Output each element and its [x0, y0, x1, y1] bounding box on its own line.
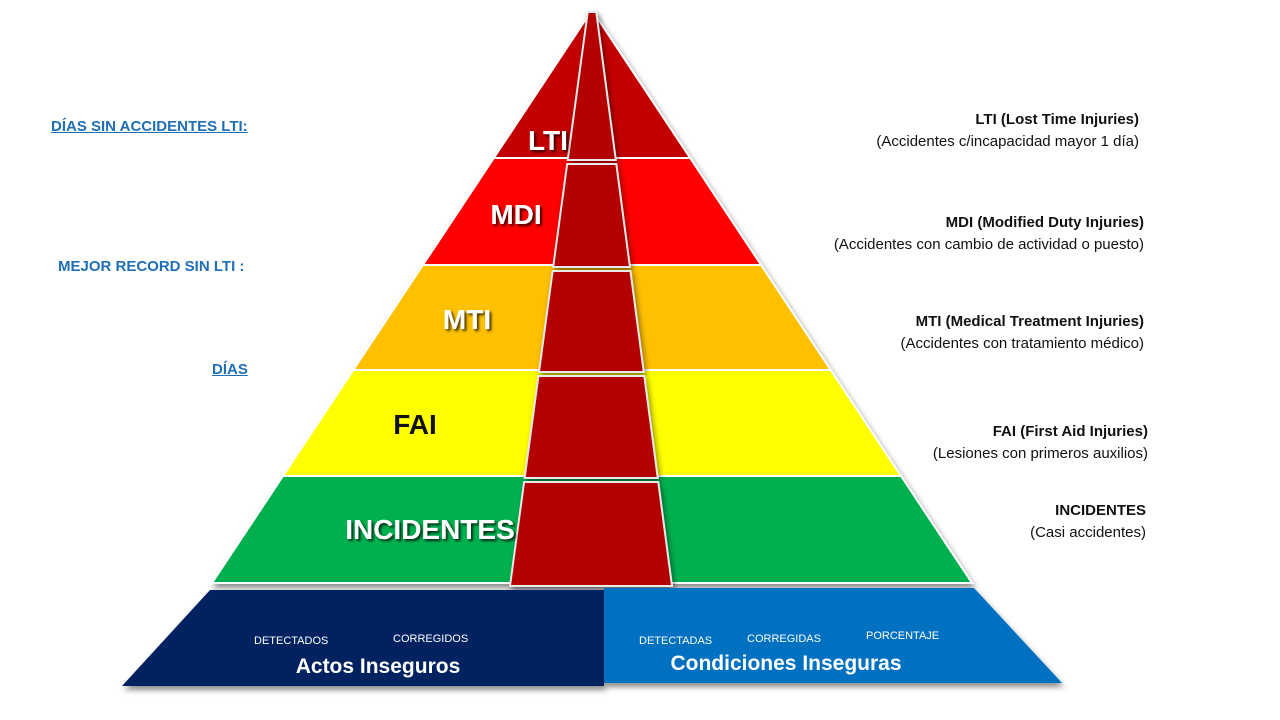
porcentaje-header: PORCENTAJE — [866, 630, 939, 642]
desc-mti: MTI (Medical Treatment Injuries) (Accide… — [901, 311, 1144, 355]
tier-label-mdi: MDI — [490, 199, 541, 230]
detectadas-header: DETECTADAS — [639, 635, 712, 647]
desc-fai-title: FAI (First Aid Injuries) — [992, 423, 1148, 440]
tier-label-incidentes: INCIDENTES — [345, 514, 515, 545]
tier-label-fai: FAI — [393, 409, 437, 440]
dias-sin-accidentes-label: DÍAS SIN ACCIDENTES LTI: — [51, 118, 248, 135]
tier-label-lti: LTI — [528, 125, 568, 156]
desc-incidentes-subtitle: (Casi accidentes) — [1030, 524, 1146, 541]
desc-lti: LTI (Lost Time Injuries) (Accidentes c/i… — [876, 109, 1139, 153]
base-condiciones-inseguras — [604, 588, 1062, 683]
actos-inseguros-title: Actos Inseguros — [296, 655, 461, 678]
corregidos-header: CORREGIDOS — [393, 633, 468, 645]
center-band-segment-mti — [537, 270, 645, 373]
tier-label-mti: MTI — [443, 304, 491, 335]
center-band-segment-incidentes — [508, 481, 674, 587]
desc-mti-title: MTI (Medical Treatment Injuries) — [915, 313, 1144, 330]
center-band-segment-fai — [523, 375, 659, 479]
detectados-header: DETECTADOS — [254, 635, 328, 647]
base-actos-inseguros — [122, 590, 604, 686]
desc-incidentes: INCIDENTES (Casi accidentes) — [1030, 500, 1146, 544]
dias-label: DÍAS — [212, 361, 248, 378]
desc-lti-subtitle: (Accidentes c/incapacidad mayor 1 día) — [876, 133, 1139, 150]
desc-fai-subtitle: (Lesiones con primeros auxilios) — [932, 445, 1148, 462]
mejor-record-label: MEJOR RECORD SIN LTI : — [58, 258, 245, 275]
condiciones-inseguras-title: Condiciones Inseguras — [670, 652, 901, 675]
desc-mdi-subtitle: (Accidentes con cambio de actividad o pu… — [833, 236, 1144, 253]
desc-mdi: MDI (Modified Duty Injuries) (Accidentes… — [834, 212, 1144, 256]
desc-lti-title: LTI (Lost Time Injuries) — [975, 111, 1139, 128]
condiciones-inseguras-panel — [604, 588, 1062, 683]
center-band-segment-mdi — [552, 163, 632, 268]
desc-fai: FAI (First Aid Injuries) (Lesiones con p… — [933, 421, 1148, 465]
desc-mdi-title: MDI (Modified Duty Injuries) — [945, 214, 1144, 231]
center-band-segment-lti — [566, 11, 617, 161]
corregidas-header: CORREGIDAS — [747, 633, 821, 645]
desc-mti-subtitle: (Accidentes con tratamiento médico) — [900, 335, 1144, 352]
actos-inseguros-panel — [122, 590, 604, 686]
desc-incidentes-title: INCIDENTES — [1055, 502, 1146, 519]
